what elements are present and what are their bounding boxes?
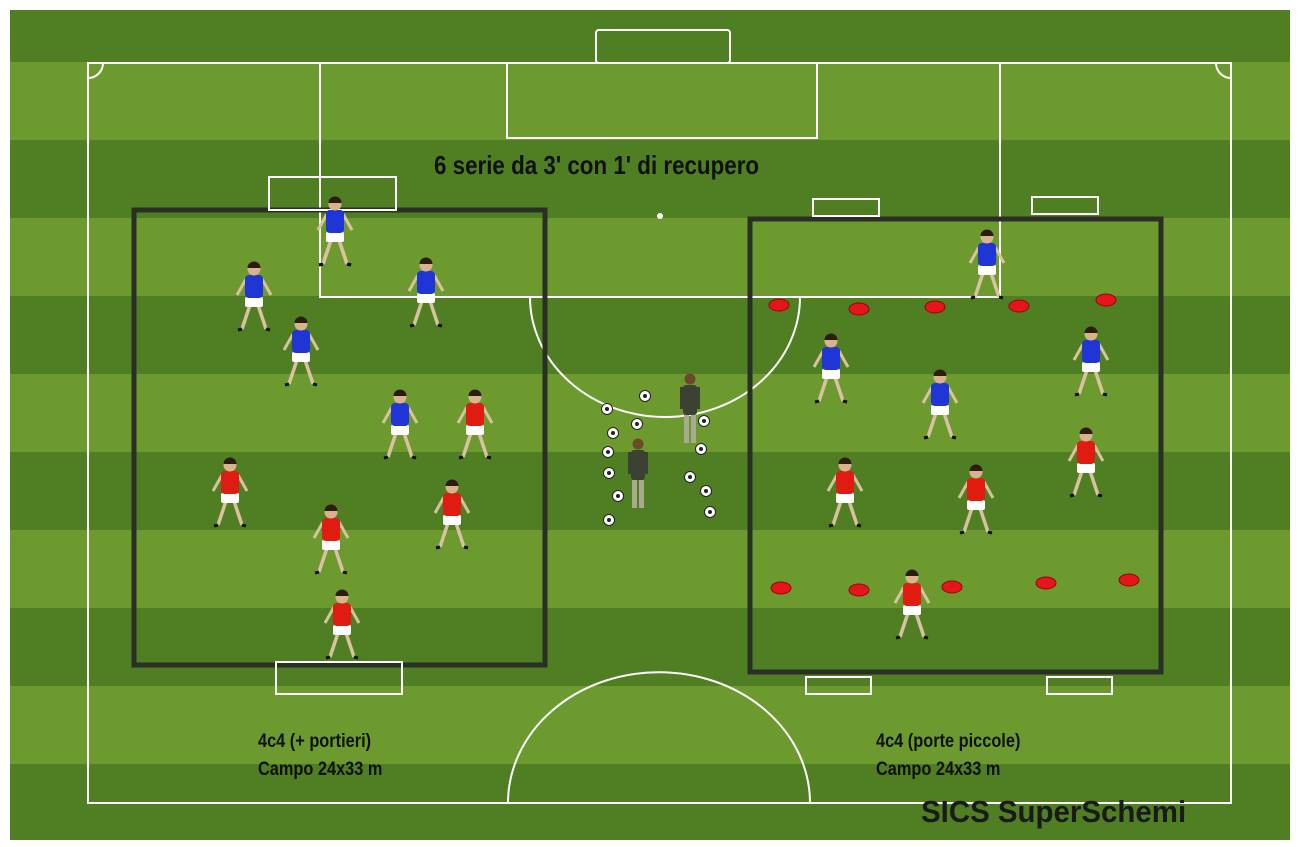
red-player (1067, 427, 1105, 498)
blue-player (282, 316, 320, 387)
cone-marker (1008, 299, 1030, 313)
cone-marker (924, 300, 946, 314)
cone-marker (1095, 293, 1117, 307)
grass (10, 10, 1290, 840)
ball-icon (631, 418, 643, 430)
red-player (433, 479, 471, 550)
red-player (957, 464, 995, 535)
red-player (826, 457, 864, 528)
cone-marker (848, 583, 870, 597)
ball-icon (639, 390, 651, 402)
ball-icon (607, 427, 619, 439)
ball-icon (602, 446, 614, 458)
blue-player (235, 261, 273, 332)
right-area-size: Campo 24x33 m (876, 759, 1001, 780)
ball-icon (601, 403, 613, 415)
blue-player (316, 196, 354, 267)
players (211, 196, 1110, 660)
balls (601, 390, 716, 526)
penalty-spot (657, 213, 663, 219)
blue-player (407, 257, 445, 328)
grass-stripe (10, 10, 1290, 62)
coach-figure (680, 373, 700, 443)
grass-stripe (10, 140, 1290, 218)
right-area-label: 4c4 (porte piccole) Campo 24x33 m (876, 728, 1020, 784)
ball-icon (698, 415, 710, 427)
blue-player (1072, 326, 1110, 397)
cone-marker (848, 302, 870, 316)
ball-icon (612, 490, 624, 502)
right-area-border (747, 216, 1164, 675)
ball-icon (700, 485, 712, 497)
cone-marker (1118, 573, 1140, 587)
ball-icon (603, 467, 615, 479)
cone-marker (768, 298, 790, 312)
red-player (456, 389, 494, 460)
right-area-goal-bottom-1 (805, 676, 872, 695)
red-player (312, 504, 350, 575)
blue-player (381, 389, 419, 460)
blue-player (921, 369, 959, 440)
cone-marker (770, 581, 792, 595)
right-area-goal-top-2 (1031, 196, 1099, 215)
goal-top (595, 29, 731, 64)
drill-title: 6 serie da 3' con 1' di recupero (434, 150, 760, 180)
ball-icon (704, 506, 716, 518)
right-area-goal-bottom-2 (1046, 676, 1113, 695)
left-area-size: Campo 24x33 m (258, 759, 383, 780)
left-area-format: 4c4 (+ portieri) (258, 731, 372, 752)
blue-player (812, 333, 850, 404)
corner-arc-right (1215, 62, 1232, 79)
red-player (893, 569, 931, 640)
blue-player (968, 229, 1006, 300)
red-player (323, 589, 361, 660)
small-goals (268, 176, 1113, 695)
right-area-format: 4c4 (porte piccole) (876, 731, 1021, 752)
centre-circle (507, 671, 811, 804)
ball-icon (695, 443, 707, 455)
left-area-label: 4c4 (+ portieri) Campo 24x33 m (258, 728, 382, 784)
coach-figure (628, 438, 648, 508)
coaches (628, 373, 700, 508)
cones (768, 293, 1140, 597)
brand-watermark: SICS SuperSchemi (921, 794, 1187, 829)
right-area-goal-top-1 (812, 198, 880, 217)
ball-icon (684, 471, 696, 483)
red-player (211, 457, 249, 528)
left-area-goal-bottom (275, 661, 403, 695)
pitch-lines (87, 29, 1232, 804)
corner-arc-left (87, 62, 104, 79)
cone-marker (1035, 576, 1057, 590)
ball-icon (603, 514, 615, 526)
cone-marker (941, 580, 963, 594)
grass-stripe (10, 296, 1290, 374)
